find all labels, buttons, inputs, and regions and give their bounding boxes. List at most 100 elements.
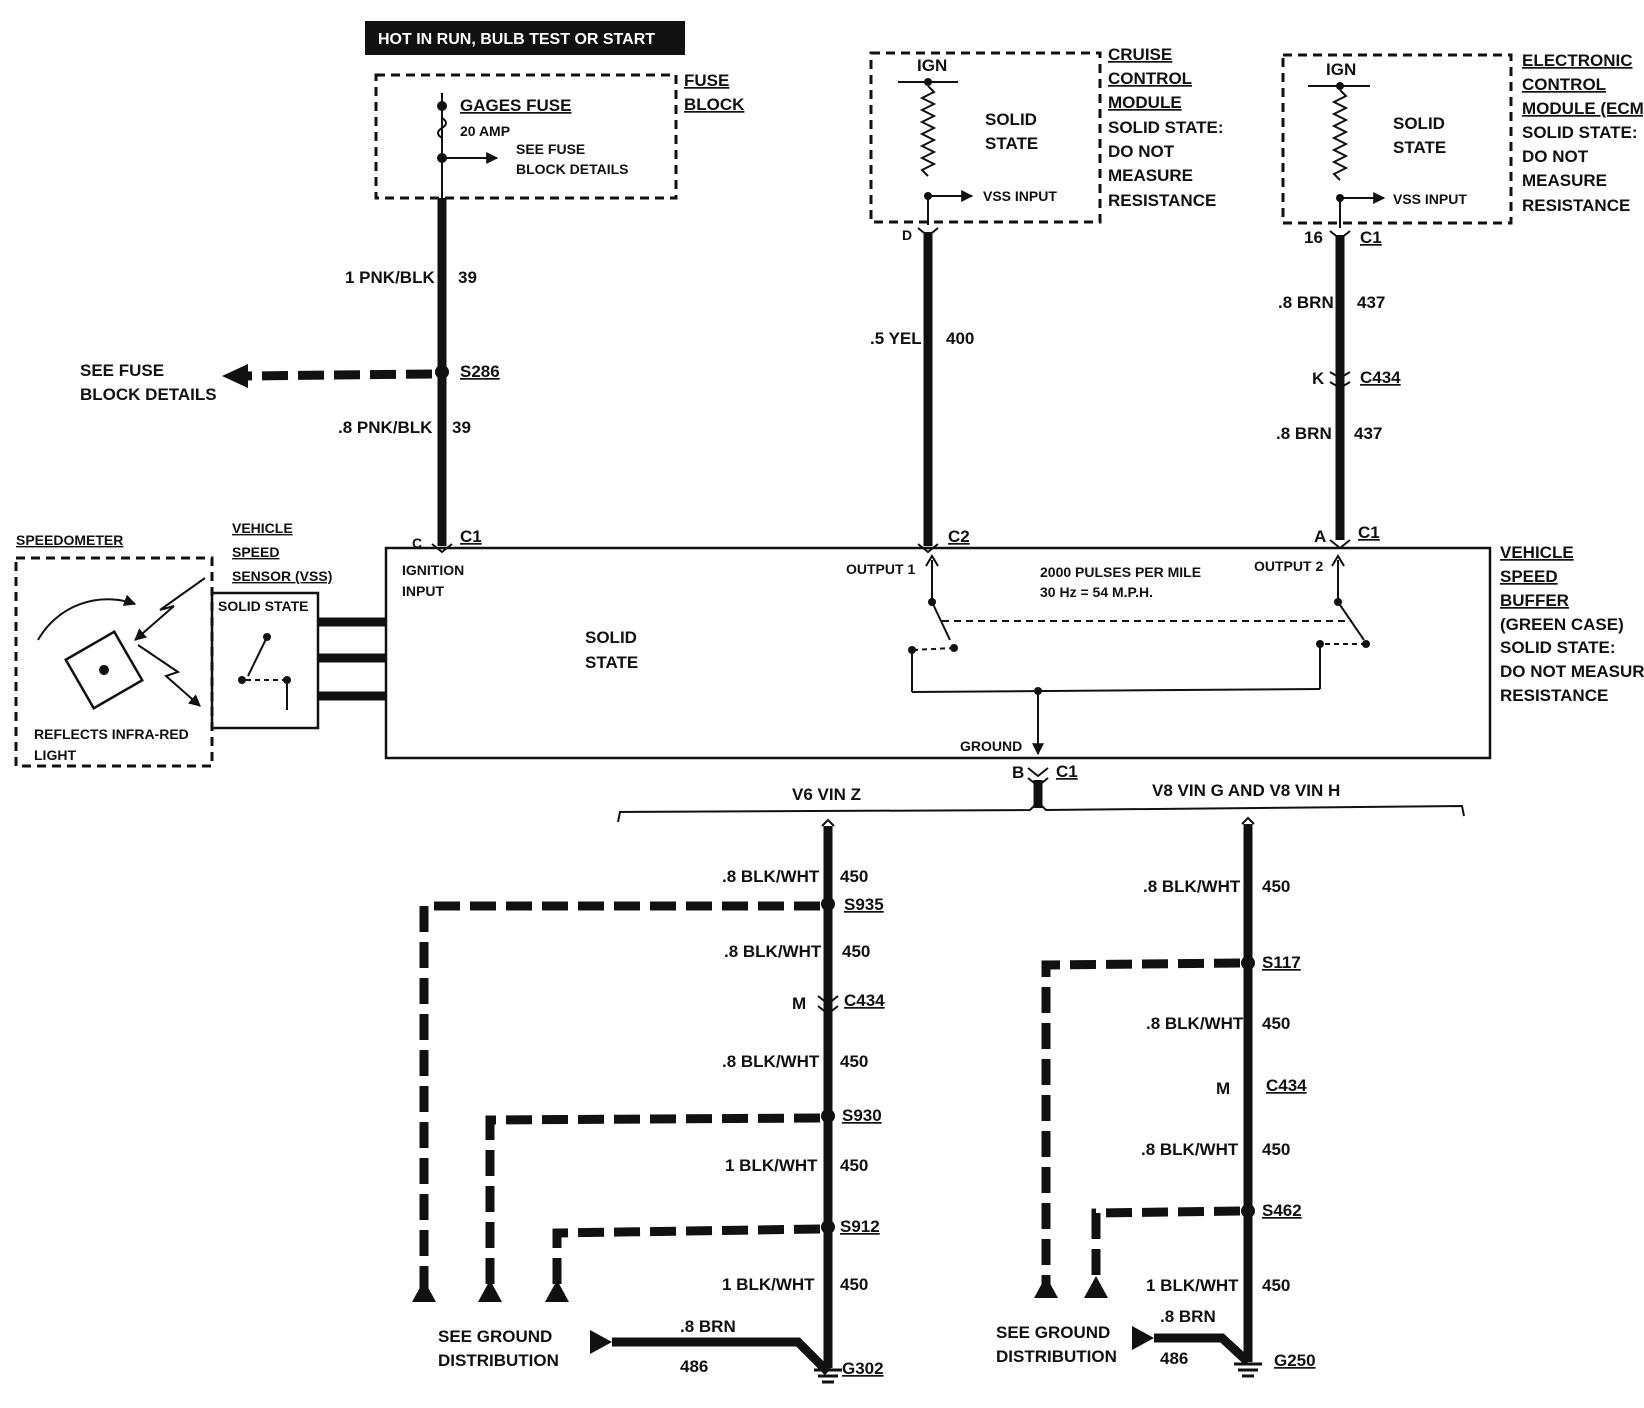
- svg-text:STATE: STATE: [985, 134, 1038, 153]
- svg-text:IGN: IGN: [917, 56, 947, 75]
- svg-text:DISTRIBUTION: DISTRIBUTION: [438, 1351, 559, 1370]
- ground-g250-icon: [1234, 1352, 1262, 1378]
- svg-text:IGN: IGN: [1326, 60, 1356, 79]
- svg-text:VSS INPUT: VSS INPUT: [983, 188, 1057, 204]
- vehicle-speed-buffer: IGNITION INPUT SOLID STATE OUTPUT 1 OUTP…: [384, 543, 1644, 760]
- svg-text:OUTPUT 1: OUTPUT 1: [846, 561, 915, 577]
- svg-text:450: 450: [1262, 1276, 1290, 1295]
- svg-text:SOLID STATE:: SOLID STATE:: [1500, 638, 1616, 657]
- svg-text:450: 450: [1262, 877, 1290, 896]
- svg-text:.8 BRN: .8 BRN: [1278, 293, 1334, 312]
- svg-text:30 Hz = 54 M.P.H.: 30 Hz = 54 M.P.H.: [1040, 584, 1153, 600]
- see-fuse-arrow: [222, 364, 248, 388]
- infra-red-light-icon: [137, 644, 201, 707]
- svg-text:CRUISE: CRUISE: [1108, 45, 1172, 64]
- svg-text:M: M: [792, 994, 806, 1013]
- svg-text:A: A: [1314, 527, 1326, 546]
- svg-text:VEHICLE: VEHICLE: [232, 520, 293, 536]
- svg-text:437: 437: [1354, 424, 1382, 443]
- svg-text:SENSOR (VSS): SENSOR (VSS): [232, 568, 332, 584]
- svg-text:BLOCK DETAILS: BLOCK DETAILS: [516, 161, 629, 177]
- svg-text:ELECTRONIC: ELECTRONIC: [1522, 51, 1633, 70]
- svg-text:S930: S930: [842, 1106, 882, 1125]
- svg-text:RESISTANCE: RESISTANCE: [1500, 686, 1608, 705]
- svg-text:.8 BLK/WHT: .8 BLK/WHT: [1146, 1014, 1244, 1033]
- vehicle-speed-sensor: VEHICLE SPEED SENSOR (VSS) SOLID STATE: [210, 520, 386, 730]
- fuse-name: GAGES FUSE: [460, 96, 571, 115]
- speedometer-needle-arc: [37, 594, 137, 641]
- variant-bracket: V6 VIN Z V8 VIN G AND V8 VIN H: [617, 781, 1465, 823]
- svg-text:.8 BLK/WHT: .8 BLK/WHT: [722, 1052, 820, 1071]
- infra-red-light-icon: [134, 577, 206, 641]
- svg-text:DO NOT: DO NOT: [1522, 147, 1589, 166]
- splice-s912: [821, 1220, 835, 1234]
- fuse-terminal-top: [437, 101, 447, 111]
- svg-text:MODULE (ECM): MODULE (ECM): [1522, 99, 1644, 118]
- svg-text:.8 BLK/WHT: .8 BLK/WHT: [722, 867, 820, 886]
- electronic-control-module: IGN SOLID STATE VSS INPUT ELECTRONIC CON…: [1281, 51, 1644, 247]
- svg-text:SOLID STATE:: SOLID STATE:: [1522, 123, 1638, 142]
- splice-s462: [1241, 1204, 1255, 1218]
- splice-s286: S286 SEE FUSE BLOCK DETAILS: [80, 361, 500, 404]
- svg-text:V8 VIN G AND V8 VIN H: V8 VIN G AND V8 VIN H: [1152, 781, 1340, 800]
- ground-arrow: [478, 1280, 502, 1302]
- ground-arrow: [545, 1280, 569, 1302]
- fuse-icon: [437, 117, 447, 139]
- svg-text:.8 BLK/WHT: .8 BLK/WHT: [1141, 1140, 1239, 1159]
- svg-text:MEASURE: MEASURE: [1522, 171, 1607, 190]
- svg-text:MEASURE: MEASURE: [1108, 166, 1193, 185]
- fuse-rating: 20 AMP: [460, 123, 510, 139]
- svg-text:1 PNK/BLK: 1 PNK/BLK: [345, 268, 435, 287]
- svg-text:G250: G250: [1274, 1351, 1316, 1370]
- svg-text:SPEED: SPEED: [1500, 567, 1558, 586]
- svg-text:STATE: STATE: [585, 653, 638, 672]
- svg-text:.8 BRN: .8 BRN: [1160, 1307, 1216, 1326]
- ground-g302-icon: [814, 1352, 842, 1384]
- svg-text:S935: S935: [844, 895, 884, 914]
- svg-text:M: M: [1216, 1079, 1230, 1098]
- svg-text:SOLID: SOLID: [585, 628, 637, 647]
- fuse-block: GAGES FUSE 20 AMP SEE FUSE BLOCK DETAILS…: [374, 71, 745, 200]
- svg-text:C2: C2: [948, 527, 970, 546]
- svg-text:C1: C1: [460, 527, 482, 546]
- resistor-icon: [1331, 89, 1349, 181]
- power-label: HOT IN RUN, BULB TEST OR START: [365, 21, 685, 55]
- svg-text:G302: G302: [842, 1359, 884, 1378]
- svg-text:SOLID: SOLID: [985, 110, 1037, 129]
- svg-text:450: 450: [842, 942, 870, 961]
- splice-s930: [821, 1109, 835, 1123]
- resistor-icon: [919, 85, 937, 177]
- svg-text:.8 PNK/BLK: .8 PNK/BLK: [338, 418, 433, 437]
- splice-s117: [1241, 956, 1255, 970]
- svg-text:HOT IN RUN, BULB TEST OR START: HOT IN RUN, BULB TEST OR START: [378, 31, 655, 48]
- fuse-block-title: FUSE: [684, 71, 729, 90]
- svg-text:SEE GROUND: SEE GROUND: [438, 1327, 552, 1346]
- svg-text:C1: C1: [1358, 523, 1380, 542]
- cruise-control-module: IGN SOLID STATE VSS INPUT CRUISE CONTROL…: [869, 45, 1224, 243]
- svg-text:1 BLK/WHT: 1 BLK/WHT: [722, 1275, 815, 1294]
- svg-text:450: 450: [840, 867, 868, 886]
- svg-text:SOLID STATE: SOLID STATE: [218, 598, 308, 614]
- svg-text:SOLID STATE:: SOLID STATE:: [1108, 118, 1224, 137]
- svg-text:39: 39: [458, 268, 477, 287]
- svg-text:CONTROL: CONTROL: [1522, 75, 1606, 94]
- ground-arrow: [1084, 1276, 1108, 1298]
- svg-text:STATE: STATE: [1393, 138, 1446, 157]
- svg-text:C434: C434: [844, 991, 885, 1010]
- svg-text:C1: C1: [1360, 228, 1382, 247]
- svg-text:V6 VIN Z: V6 VIN Z: [792, 785, 861, 804]
- svg-text:S286: S286: [460, 362, 500, 381]
- svg-text:.8 BRN: .8 BRN: [680, 1317, 736, 1336]
- svg-text:486: 486: [1160, 1349, 1188, 1368]
- svg-text:C434: C434: [1360, 368, 1401, 387]
- svg-text:RESISTANCE: RESISTANCE: [1108, 191, 1216, 210]
- svg-text:C: C: [412, 535, 422, 551]
- svg-text:DISTRIBUTION: DISTRIBUTION: [996, 1347, 1117, 1366]
- svg-text:C434: C434: [1266, 1076, 1307, 1095]
- svg-text:SPEED: SPEED: [232, 544, 279, 560]
- see-ground-arrow: [590, 1330, 612, 1354]
- svg-text:450: 450: [840, 1275, 868, 1294]
- svg-text:.8 BLK/WHT: .8 BLK/WHT: [1143, 877, 1241, 896]
- svg-text:VSS INPUT: VSS INPUT: [1393, 191, 1467, 207]
- svg-text:16: 16: [1304, 228, 1323, 247]
